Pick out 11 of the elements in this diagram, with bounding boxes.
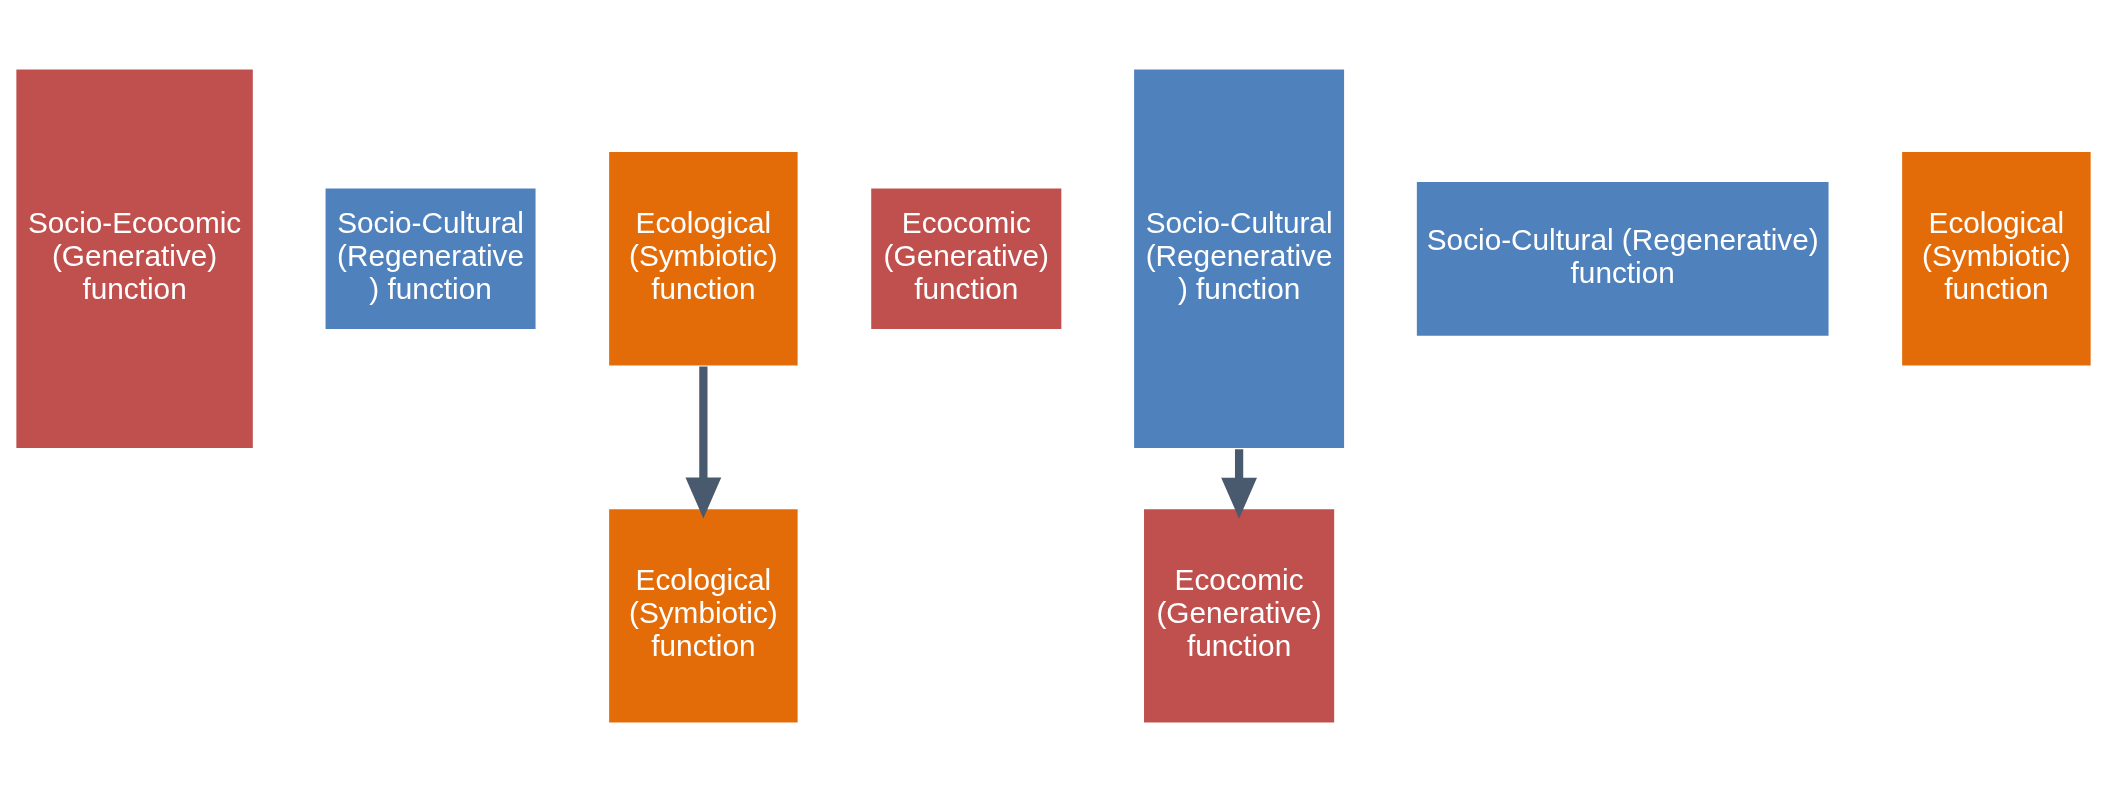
node-box: Ecological (Symbiotic) function: [1900, 149, 2093, 367]
node-box: Ecological (Symbiotic) function: [607, 507, 800, 724]
arrow: [685, 366, 722, 518]
node-box: Socio-Cultural (Regenerative ) function: [323, 186, 538, 331]
node-box: Ecocomic (Generative) function: [1142, 507, 1336, 724]
arrow: [1221, 448, 1257, 519]
node-box: Socio-Ecocomic (Generative) function: [14, 67, 255, 450]
node-box: Ecological (Symbiotic) function: [607, 149, 800, 367]
node-box: Socio-Cultural (Regenerative ) function: [1132, 67, 1346, 450]
node-box: Socio-Cultural (Regenerative) function: [1415, 179, 1831, 337]
node-box: Ecocomic (Generative) function: [869, 186, 1063, 331]
